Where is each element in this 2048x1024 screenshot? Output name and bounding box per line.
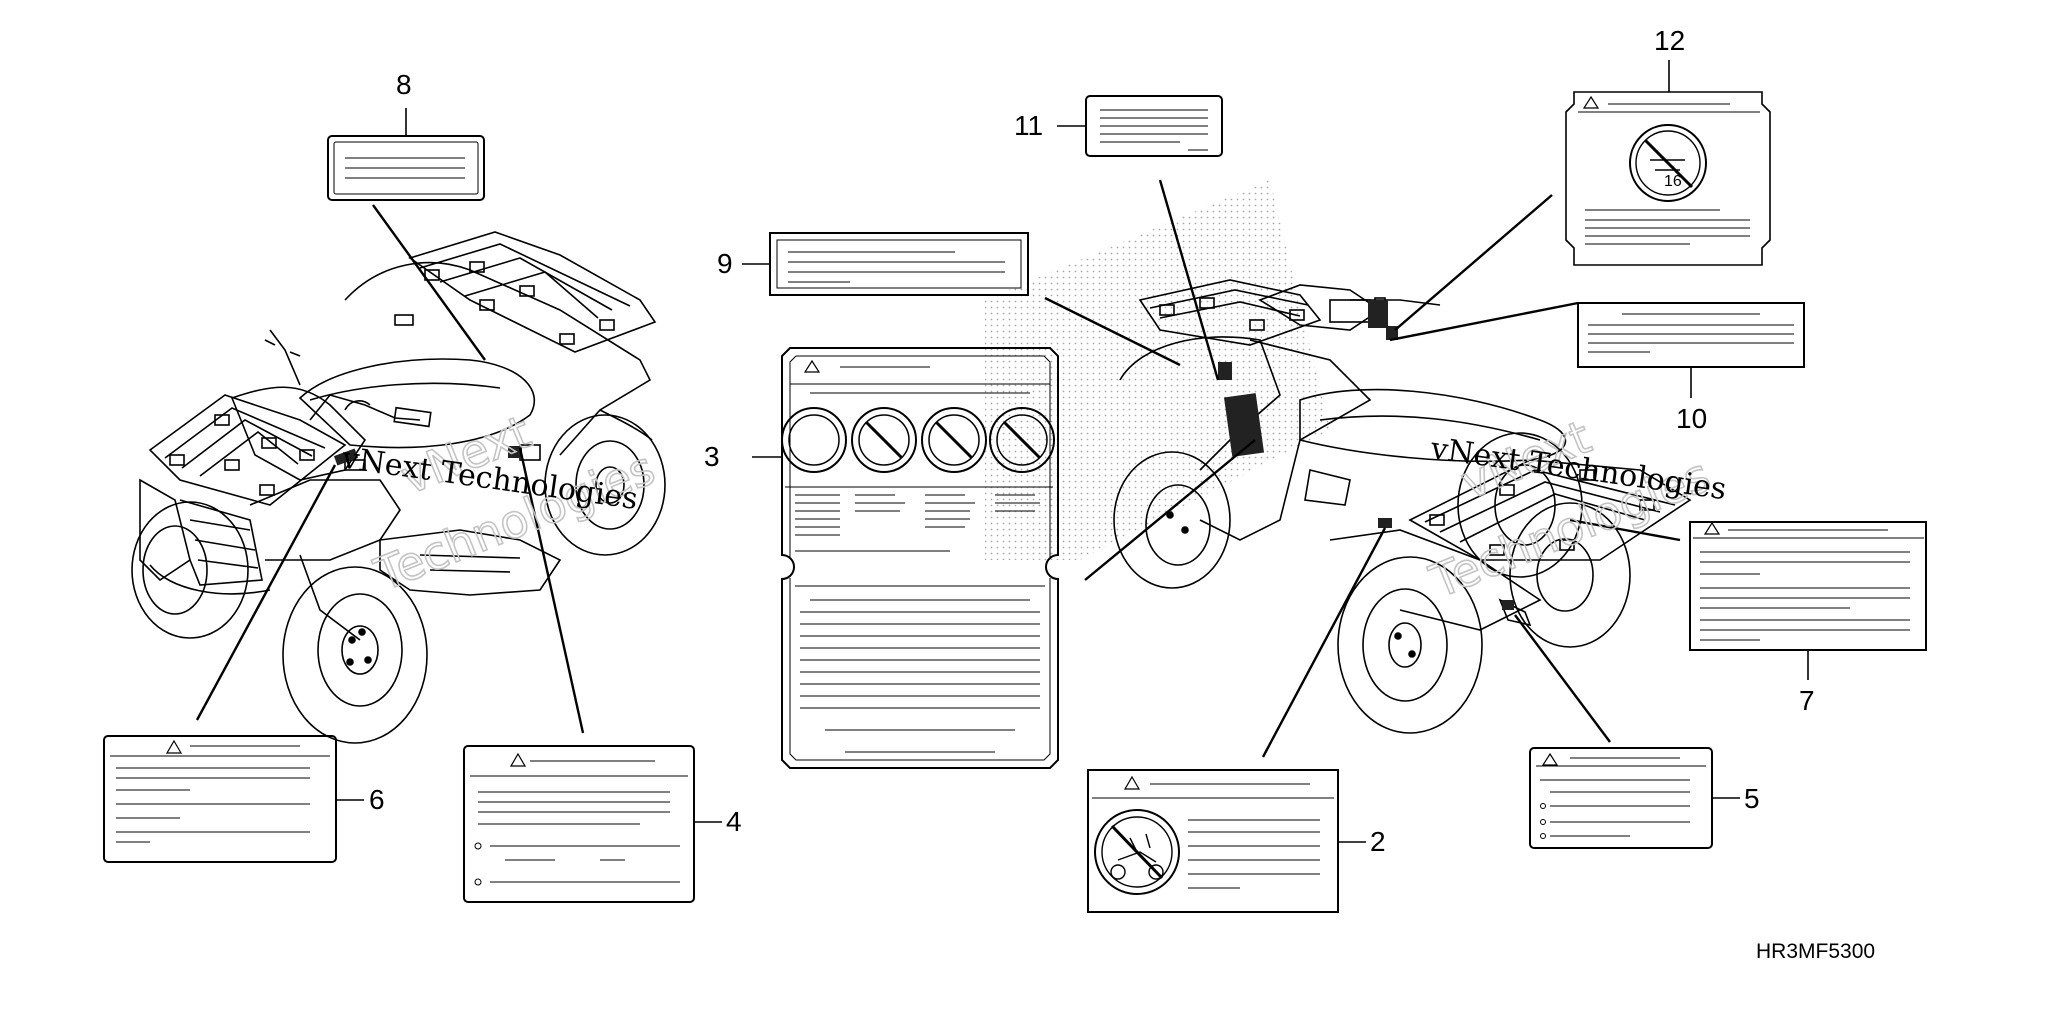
prohibition-icon — [851, 407, 917, 473]
callout-9: 9 — [717, 248, 733, 279]
warning-triangle-icon — [1541, 752, 1559, 766]
callout-7: 7 — [1799, 685, 1815, 716]
no-passenger-icon — [1094, 809, 1180, 895]
label-2-plate — [1087, 769, 1339, 913]
svg-text:16: 16 — [1664, 173, 1682, 190]
leader-lines — [195, 179, 1681, 758]
label-11-plate — [1085, 95, 1223, 157]
atv-rear-view — [1113, 279, 1692, 734]
warning-triangle-icon — [1582, 95, 1600, 109]
warning-triangle-icon — [1703, 521, 1721, 535]
label-8-plate — [327, 135, 485, 201]
atv-front-view — [131, 231, 666, 744]
callout-numbers: 8 9 3 11 12 10 7 5 2 4 6 — [369, 25, 1815, 857]
callout-5: 5 — [1744, 783, 1760, 814]
label-4-plate — [463, 745, 695, 903]
label-12-plate — [1565, 91, 1771, 266]
callout-8: 8 — [396, 69, 412, 100]
callout-2: 2 — [1370, 826, 1386, 857]
label-3-plate — [781, 347, 1059, 769]
prohibition-icon — [781, 407, 847, 473]
callout-11: 11 — [1014, 110, 1043, 141]
label-7-plate — [1689, 521, 1927, 651]
prohibition-icon — [989, 407, 1055, 473]
label-10-plate — [1577, 302, 1805, 368]
label-6-plate — [103, 735, 337, 863]
callout-12: 12 — [1654, 25, 1685, 56]
label-5-plate — [1529, 747, 1713, 849]
warning-triangle-icon — [165, 739, 183, 754]
warning-triangle-icon — [509, 752, 527, 767]
callout-3: 3 — [704, 441, 720, 472]
prohibition-icon — [921, 407, 987, 473]
callout-4: 4 — [726, 806, 742, 837]
label-9-plate — [769, 232, 1029, 296]
warning-triangle-icon — [803, 359, 821, 373]
callout-10: 10 — [1676, 403, 1707, 434]
no-riders-under-16-icon: 16 — [1629, 124, 1707, 202]
callout-6: 6 — [369, 784, 385, 815]
dotted-shading — [985, 180, 1330, 560]
warning-triangle-icon — [1123, 775, 1141, 790]
diagram-code: HR3MF5300 — [1756, 940, 1875, 963]
